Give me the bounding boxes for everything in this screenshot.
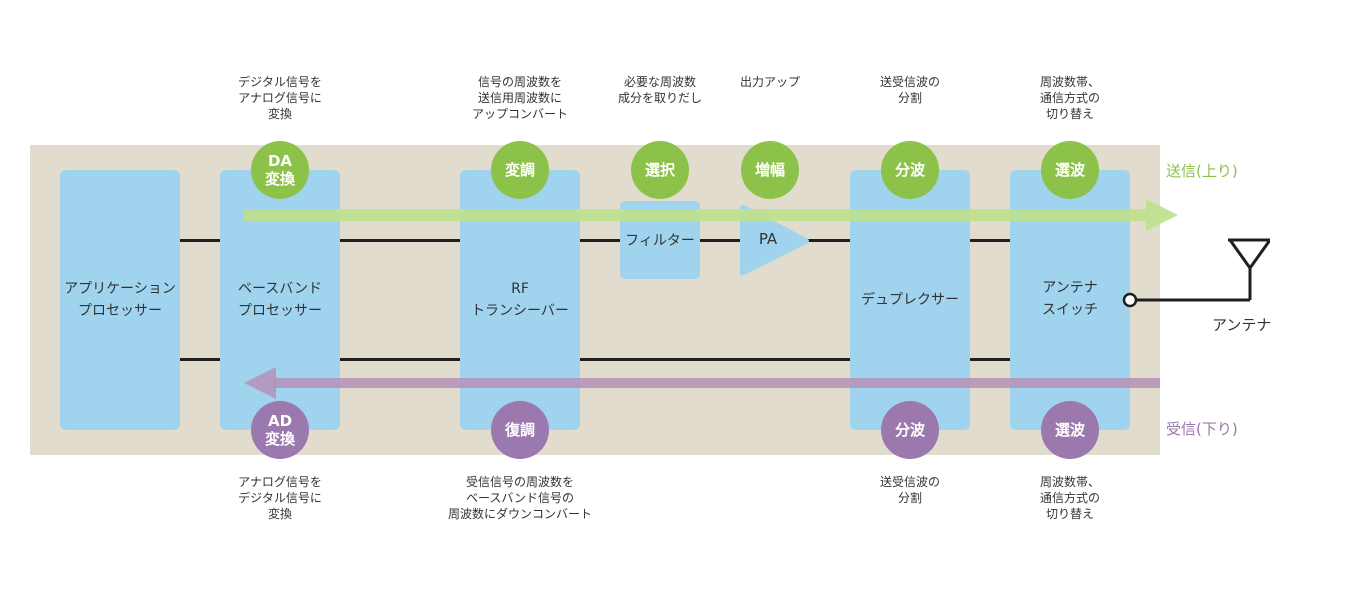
- rx-circle-demodulation-label: 復調: [504, 421, 535, 439]
- rx-desc-ad-line1: アナログ信号を: [238, 475, 322, 489]
- rx-desc-select-wave: 周波数帯、 通信方式の 切り替え: [1010, 474, 1130, 522]
- tx-wire-pa-duplexer: [808, 239, 850, 242]
- rx-circle-split: 分波: [881, 401, 939, 459]
- tx-circle-modulation: 変調: [491, 141, 549, 199]
- rx-wire-app-baseband: [180, 358, 220, 361]
- tx-desc-select-line1: 必要な周波数: [623, 75, 696, 89]
- tx-circle-da-conversion: DA 変換: [251, 141, 309, 199]
- tx-desc-select-wave-line1: 周波数帯、: [1039, 75, 1100, 89]
- baseband-processor-label-line1: ベースバンド: [238, 281, 322, 297]
- tx-desc-select-wave-line3: 切り替え: [1045, 107, 1094, 121]
- rx-circle-ad-line1: AD: [267, 412, 293, 430]
- tx-desc-select-line2: 成分を取りだし: [617, 91, 702, 105]
- tx-desc-split: 送受信波の 分割: [850, 74, 970, 106]
- tx-wire-duplexer-switch: [970, 239, 1010, 242]
- rx-desc-select-wave-line1: 周波数帯、: [1039, 475, 1100, 489]
- rf-transceiver-label-line2: トランシーバー: [471, 303, 569, 319]
- rx-circle-select-wave-label: 選波: [1054, 421, 1085, 439]
- tx-arrow-head: [1146, 199, 1178, 231]
- tx-desc-modulation-line1: 信号の周波数を: [477, 75, 562, 89]
- duplexer-label: デュプレクサー: [861, 292, 959, 308]
- tx-direction-label: 送信(上り): [1166, 162, 1238, 180]
- rx-wire-rf-duplexer: [580, 358, 850, 361]
- rx-wire-baseband-rf: [340, 358, 460, 361]
- antenna-switch-label-line2: スイッチ: [1042, 302, 1098, 318]
- tx-circle-select-label: 選択: [644, 161, 675, 179]
- tx-desc-split-line1: 送受信波の: [879, 75, 940, 89]
- application-processor-block: アプリケーション プロセッサー: [60, 170, 180, 430]
- rx-desc-demodulation-line3: 周波数にダウンコンバート: [447, 507, 592, 521]
- application-processor-label-line2: プロセッサー: [77, 303, 162, 319]
- tx-wire-rf-filter: [580, 239, 620, 242]
- tx-circle-split: 分波: [881, 141, 939, 199]
- rx-desc-ad-line2: デジタル信号に: [238, 491, 322, 505]
- tx-desc-select: 必要な周波数 成分を取りだし: [600, 74, 720, 106]
- rx-desc-ad-line3: 変換: [267, 507, 292, 521]
- rx-circle-demodulation: 復調: [491, 401, 549, 459]
- tx-circle-select-wave-label: 選波: [1054, 161, 1085, 179]
- tx-circle-amplify: 増幅: [741, 141, 799, 199]
- application-processor-label-line1: アプリケーション: [64, 281, 176, 297]
- rx-desc-split-line1: 送受信波の: [879, 475, 940, 489]
- tx-circle-da-line2: 変換: [264, 170, 295, 188]
- tx-desc-amplify: 出力アップ: [720, 74, 820, 90]
- filter-label: フィルター: [625, 233, 695, 249]
- rx-circle-split-label: 分波: [894, 421, 925, 439]
- tx-circle-select: 選択: [631, 141, 689, 199]
- tx-circle-amplify-label: 増幅: [754, 161, 785, 179]
- antenna-switch-label-line1: アンテナ: [1042, 280, 1098, 296]
- power-amplifier-triangle: [740, 205, 809, 276]
- rx-circle-select-wave: 選波: [1041, 401, 1099, 459]
- rx-desc-split: 送受信波の 分割: [850, 474, 970, 506]
- rx-direction-label: 受信(下り): [1166, 420, 1238, 438]
- rx-arrow-shaft: [274, 378, 1160, 388]
- rx-desc-demodulation: 受信信号の周波数を ベースバンド信号の 周波数にダウンコンバート: [420, 474, 620, 522]
- rx-wire-duplexer-switch: [970, 358, 1010, 361]
- tx-desc-amplify-line1: 出力アップ: [739, 75, 800, 89]
- tx-desc-select-wave-line2: 通信方式の: [1039, 91, 1100, 105]
- tx-circle-da-line1: DA: [267, 152, 293, 170]
- rx-circle-ad-conversion: AD 変換: [251, 401, 309, 459]
- rx-desc-split-line2: 分割: [897, 491, 922, 505]
- rf-transceiver-label-line1: RF: [511, 281, 529, 297]
- rx-desc-select-wave-line2: 通信方式の: [1039, 491, 1100, 505]
- rx-arrow-head: [244, 367, 276, 399]
- tx-desc-modulation-line3: アップコンバート: [471, 107, 568, 121]
- tx-desc-da-line3: 変換: [267, 107, 292, 121]
- rx-desc-demodulation-line1: 受信信号の周波数を: [465, 475, 574, 489]
- rx-desc-select-wave-line3: 切り替え: [1045, 507, 1094, 521]
- tx-desc-da: デジタル信号を アナログ信号に 変換: [200, 74, 360, 122]
- tx-desc-select-wave: 周波数帯、 通信方式の 切り替え: [1010, 74, 1130, 122]
- tx-wire-app-baseband: [180, 239, 220, 242]
- signal-chain-background: [30, 145, 1160, 455]
- antenna-label: アンテナ: [1212, 316, 1272, 334]
- tx-wire-filter-pa: [700, 239, 740, 242]
- baseband-processor-label-line2: プロセッサー: [238, 303, 322, 319]
- rx-desc-demodulation-line2: ベースバンド信号の: [465, 491, 574, 505]
- tx-desc-da-line1: デジタル信号を: [238, 75, 322, 89]
- rx-desc-ad: アナログ信号を デジタル信号に 変換: [200, 474, 360, 522]
- antenna-icon: [1122, 238, 1270, 308]
- tx-arrow-shaft: [244, 209, 1150, 221]
- tx-desc-modulation: 信号の周波数を 送信用周波数に アップコンバート: [440, 74, 600, 122]
- tx-circle-split-label: 分波: [894, 161, 925, 179]
- tx-circle-select-wave: 選波: [1041, 141, 1099, 199]
- tx-circle-modulation-label: 変調: [504, 161, 535, 179]
- tx-wire-baseband-rf: [340, 239, 460, 242]
- tx-desc-split-line2: 分割: [897, 91, 922, 105]
- tx-desc-modulation-line2: 送信用周波数に: [477, 91, 562, 105]
- tx-desc-da-line2: アナログ信号に: [238, 91, 322, 105]
- rx-circle-ad-line2: 変換: [264, 430, 295, 448]
- pa-label: PA: [758, 230, 778, 248]
